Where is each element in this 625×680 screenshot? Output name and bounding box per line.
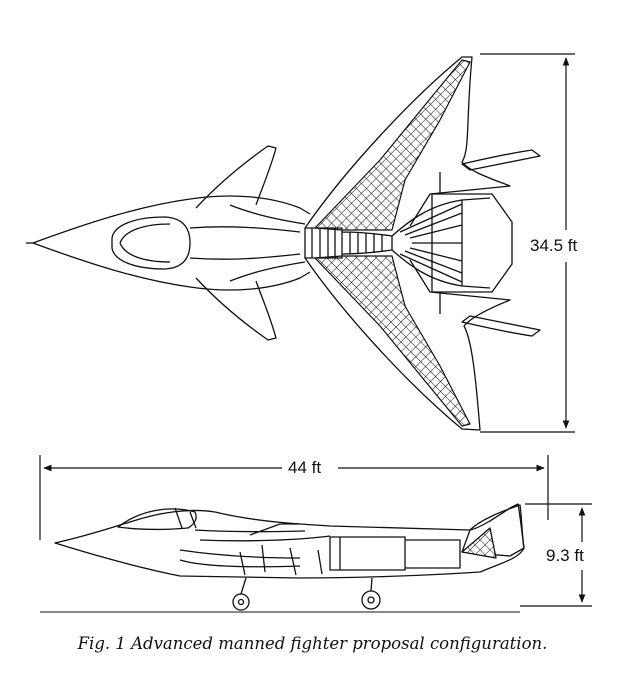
side-nozzle-triangle [462,528,496,558]
length-label: 44 ft [282,458,328,478]
plan-wing-outline [305,57,510,430]
height-dimension [520,504,592,606]
wingspan-label: 34.5 ft [530,236,578,256]
side-engine-bay [330,537,460,570]
plan-canard-lower [196,278,276,340]
side-vertical-tail [462,505,524,556]
plan-engine-duct [305,228,392,258]
plan-wing-hatch-lower [315,256,470,426]
plan-wing-hatch-upper [315,60,470,230]
plan-canard-upper [196,146,276,208]
plan-view [26,57,540,430]
plan-engine-ribs [312,228,382,258]
height-label: 9.3 ft [546,546,584,566]
side-main-wheel [362,591,380,609]
plan-tail-hexagon [432,194,512,292]
length-dimension [40,455,548,540]
plan-fin-upper [462,150,540,170]
plan-fuselage-outline [33,196,310,290]
side-body-detail [180,545,322,575]
side-dorsal-lines [180,524,330,558]
plan-nozzle [392,200,462,286]
plan-canopy-frame [120,224,170,262]
plan-fin-lower [462,316,540,336]
plan-rail-lines [190,227,300,259]
side-nose-wheel [233,594,249,610]
side-gear-struts [241,578,372,594]
plan-tail-edges [440,172,490,314]
plan-canopy [112,217,190,269]
side-nose-wheel-hub [239,600,244,605]
span-dimension [480,54,575,432]
side-view [40,504,524,612]
plan-fuselage-side [230,205,305,281]
side-fuselage-outline [55,504,524,578]
figure-caption: Fig. 1 Advanced manned fighter proposal … [77,634,548,653]
side-canopy [118,509,196,529]
side-main-wheel-hub [368,597,374,603]
side-canopy-frame [175,508,196,528]
